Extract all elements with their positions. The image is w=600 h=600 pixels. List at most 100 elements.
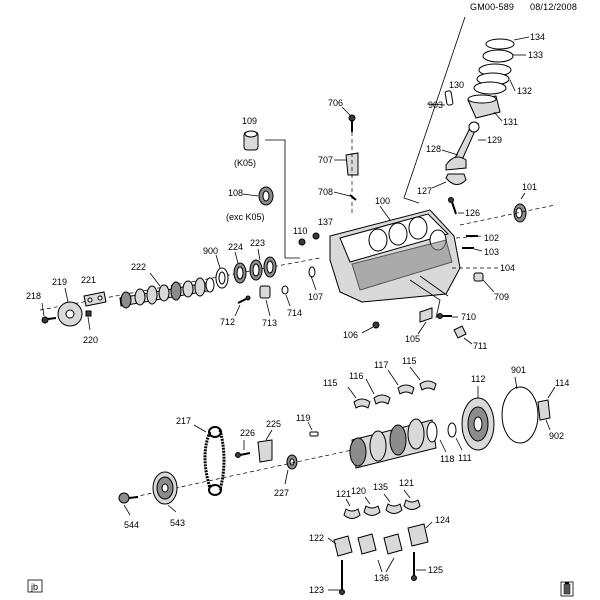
footer-badge: jb	[27, 579, 43, 593]
callout-101: 101	[522, 182, 537, 192]
callout-220: 220	[83, 335, 98, 345]
callout-108: 108	[228, 188, 243, 198]
callout-118: 118	[440, 454, 454, 464]
balancer-bolt	[118, 492, 139, 504]
callout-129: 129	[487, 135, 502, 145]
oil-gallery-plug	[308, 266, 316, 278]
main-cap-stud	[339, 560, 345, 595]
piston	[467, 94, 501, 119]
callout-706: 706	[328, 98, 343, 108]
callout-223: 223	[250, 238, 265, 248]
callout-133: 133	[528, 50, 543, 60]
callout-102: 102	[484, 233, 499, 243]
callout-217: 217	[176, 416, 191, 426]
callout-221: 221	[81, 275, 96, 285]
callout-218: 218	[26, 291, 41, 301]
tensioner-bolt	[235, 452, 251, 458]
rod-bolt	[448, 197, 457, 215]
callout-227: 227	[274, 488, 289, 498]
callout-115-a: 115	[323, 378, 337, 388]
callout-543: 543	[170, 518, 185, 528]
main-bearing-caps	[333, 523, 429, 557]
knock-sensor	[419, 307, 433, 323]
callout-219: 219	[52, 277, 67, 287]
callout-134: 134	[530, 32, 545, 42]
callout-109: 109	[242, 116, 257, 126]
front-crank-seal	[286, 454, 298, 470]
diagram-code: GM00-589	[470, 2, 514, 12]
callout-116: 116	[349, 371, 363, 381]
callout-105: 105	[405, 334, 420, 344]
callout-712: 712	[220, 317, 235, 327]
piston-group-bracket	[403, 16, 466, 204]
callout-902: 902	[549, 431, 564, 441]
sensor-seal	[349, 194, 357, 201]
cam-sprocket	[57, 301, 83, 327]
piston-pin	[444, 90, 454, 106]
cam-sprocket-bolt	[41, 316, 57, 324]
callout-709: 709	[494, 292, 509, 302]
callout-117: 117	[374, 360, 388, 370]
callout-112: 112	[471, 374, 485, 384]
callout-224: 224	[228, 242, 243, 252]
callout-125: 125	[428, 565, 443, 575]
block-plug-137	[312, 232, 320, 240]
callout-111: 111	[458, 453, 472, 463]
callout-130: 130	[449, 80, 464, 90]
crankshaft	[349, 418, 438, 469]
main-cap-bolt	[411, 552, 417, 581]
flexplate-bolt	[537, 399, 551, 421]
chain-tensioner	[257, 439, 273, 463]
callout-128: 128	[426, 144, 441, 154]
callout-137: 137	[318, 217, 333, 227]
callout-104: 104	[500, 263, 515, 273]
callout-115-b: 115	[402, 356, 416, 366]
oil-pressure-sensor	[473, 272, 484, 282]
callout-123: 123	[309, 585, 324, 595]
knock-sensor-bolt	[437, 313, 452, 319]
flexplate	[461, 397, 495, 451]
callout-136: 136	[374, 573, 389, 583]
callout-710: 710	[461, 312, 476, 322]
footer-badge-label: jb	[30, 582, 38, 592]
callout-135: 135	[373, 482, 388, 492]
retainer-bolt	[85, 310, 92, 317]
callout-711: 711	[473, 341, 487, 351]
callout-900: 900	[203, 246, 218, 256]
callout-225: 225	[266, 419, 281, 429]
crank-spacer	[447, 422, 457, 438]
cam-retainer	[83, 291, 107, 307]
callout-132: 132	[517, 86, 532, 96]
oil-gallery-plug-712	[237, 295, 251, 304]
callout-127: 127	[417, 186, 432, 196]
callout-226: 226	[240, 428, 255, 438]
camshaft	[119, 277, 215, 309]
cam-position-sensor	[259, 285, 271, 299]
callout-120: 120	[351, 486, 366, 496]
callout-901: 901	[511, 365, 526, 375]
main-bearings-lower	[343, 499, 421, 519]
callout-708: 708	[318, 187, 333, 197]
cam-bearing-224	[233, 262, 247, 284]
note-exc-k05: (exc K05)	[226, 212, 265, 222]
callout-222: 222	[131, 262, 146, 272]
callout-714: 714	[287, 308, 302, 318]
callout-544: 544	[124, 520, 139, 530]
block-plug-exc-k05	[258, 186, 274, 206]
piston-rings	[473, 38, 515, 95]
rod-cap	[445, 173, 467, 185]
sensor-o-ring	[281, 285, 289, 295]
callout-121-a: 121	[336, 489, 351, 499]
block-plug-k05	[243, 130, 259, 151]
block-drain-plug	[372, 321, 380, 329]
connecting-rod	[445, 121, 480, 171]
callout-713: 713	[262, 318, 277, 328]
harness-connector	[453, 325, 467, 339]
callout-121-b: 121	[399, 478, 414, 488]
callout-107: 107	[308, 292, 323, 302]
callout-124: 124	[435, 515, 450, 525]
cam-bearing-223	[249, 256, 277, 281]
note-k05: (K05)	[234, 158, 256, 168]
callout-119: 119	[296, 413, 310, 423]
